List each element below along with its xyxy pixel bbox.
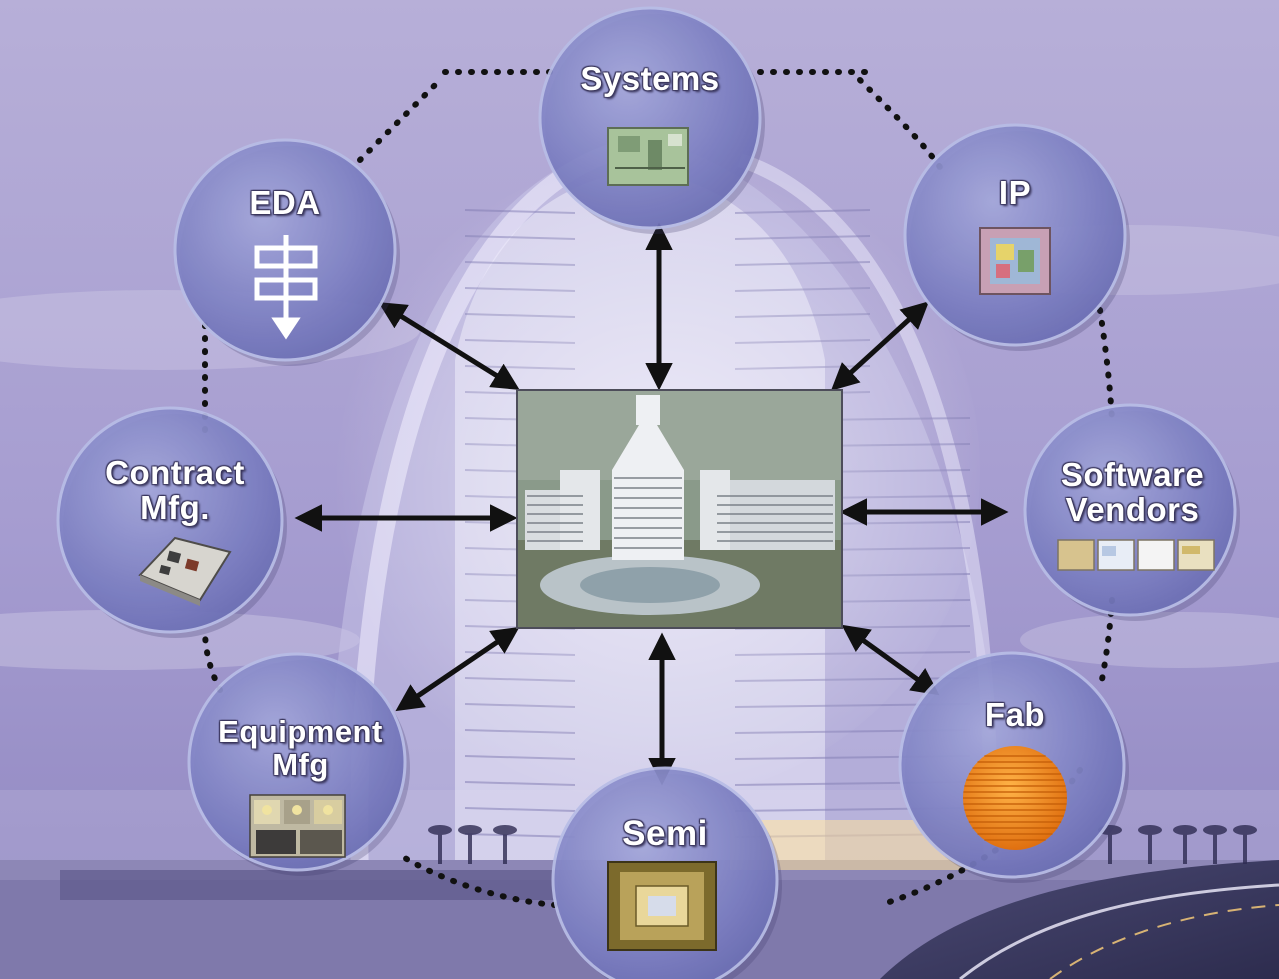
node-equipment bbox=[187, 652, 410, 876]
equipment-photos-icon bbox=[249, 794, 346, 858]
arrow-ip bbox=[830, 301, 930, 391]
wafer-icon bbox=[963, 746, 1067, 850]
arrow-fab bbox=[841, 624, 940, 696]
pcb-assembly-icon bbox=[138, 536, 232, 606]
chip-package-icon bbox=[607, 861, 717, 951]
circuit-board-icon bbox=[607, 127, 689, 186]
node-systems bbox=[538, 6, 765, 234]
arrow-equipment bbox=[395, 626, 520, 712]
ip-chip-icon bbox=[979, 227, 1051, 295]
software-screens-icon bbox=[1057, 539, 1215, 571]
arrow-eda bbox=[378, 302, 520, 390]
building-complex-image bbox=[516, 389, 843, 629]
eda-flow-icon bbox=[254, 235, 318, 340]
node-contract bbox=[56, 406, 287, 638]
